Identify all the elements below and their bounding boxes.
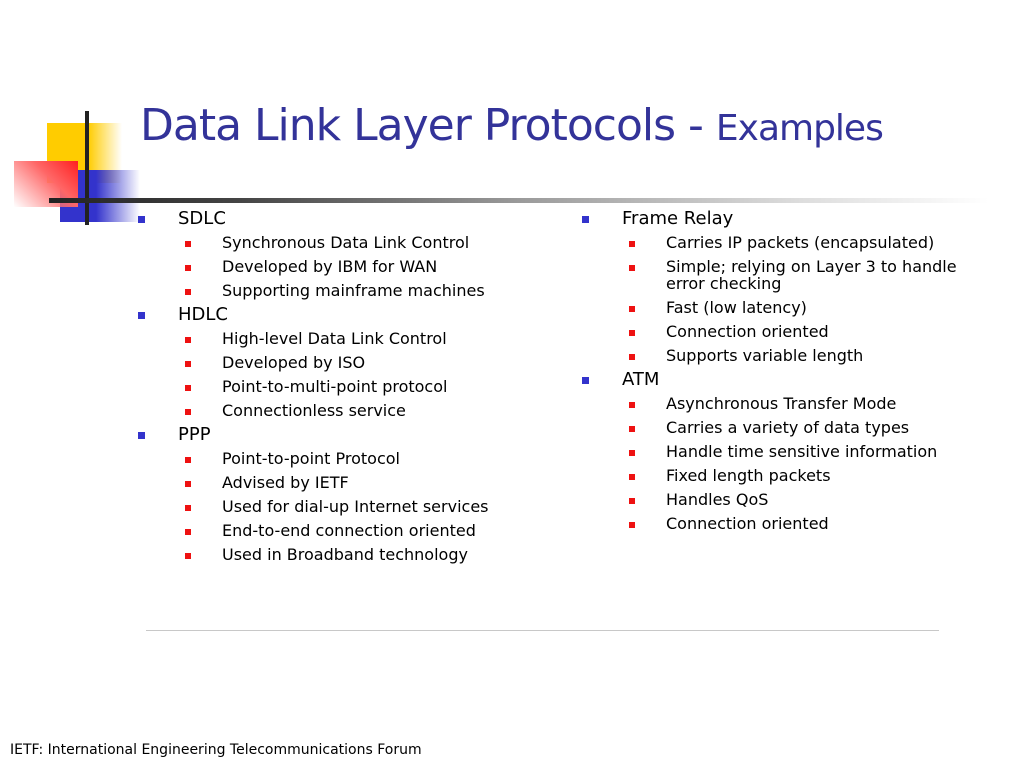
list-item: Point-to-point Protocol <box>138 447 558 471</box>
list-item: Developed by IBM for WAN <box>138 255 558 279</box>
list-item: Handle time sensitive information <box>582 440 1002 464</box>
right-column: Frame Relay Carries IP packets (encapsul… <box>582 207 1002 536</box>
red-square-bullet-icon <box>629 402 635 408</box>
protocol-frame-relay: Frame Relay <box>582 207 1002 231</box>
list-item: Used in Broadband technology <box>138 543 558 567</box>
red-square-bullet-icon <box>185 553 191 559</box>
list-item: High-level Data Link Control <box>138 327 558 351</box>
decorative-vertical-line <box>85 111 89 225</box>
list-item: Carries a variety of data types <box>582 416 1002 440</box>
red-square-bullet-icon <box>629 241 635 247</box>
red-square-bullet-icon <box>629 265 635 271</box>
red-square-bullet-icon <box>629 306 635 312</box>
blue-square-bullet-icon <box>582 377 589 384</box>
red-square-bullet-icon <box>185 481 191 487</box>
red-square-bullet-icon <box>629 522 635 528</box>
red-square-bullet-icon <box>185 361 191 367</box>
red-square-bullet-icon <box>629 498 635 504</box>
list-item: Advised by IETF <box>138 471 558 495</box>
red-square-bullet-icon <box>185 289 191 295</box>
title-underline-rule <box>49 198 989 203</box>
list-item: End-to-end connection oriented <box>138 519 558 543</box>
protocol-ppp: PPP <box>138 423 558 447</box>
red-square-bullet-icon <box>185 385 191 391</box>
red-square-bullet-icon <box>185 457 191 463</box>
list-item: Simple; relying on Layer 3 to handle err… <box>582 255 996 296</box>
list-item: Connection oriented <box>582 320 1002 344</box>
red-square-bullet-icon <box>185 505 191 511</box>
red-square-bullet-icon <box>185 529 191 535</box>
slide-title-emphasis: Examples <box>715 108 884 149</box>
list-item: Connection oriented <box>582 512 1002 536</box>
list-item: Supports variable length <box>582 344 1002 368</box>
red-square-bullet-icon <box>629 426 635 432</box>
red-square-bullet-icon <box>185 265 191 271</box>
list-item: Supporting mainframe machines <box>138 279 558 303</box>
red-square-bullet-icon <box>629 330 635 336</box>
red-square-bullet-icon <box>629 474 635 480</box>
blue-square-bullet-icon <box>138 432 145 439</box>
left-column: SDLC Synchronous Data Link Control Devel… <box>138 207 558 567</box>
list-item: Fast (low latency) <box>582 296 1002 320</box>
list-item: Developed by ISO <box>138 351 558 375</box>
red-square-bullet-icon <box>185 337 191 343</box>
list-item: Connectionless service <box>138 399 558 423</box>
list-item: Synchronous Data Link Control <box>138 231 558 255</box>
red-square-bullet-icon <box>185 241 191 247</box>
protocol-sdlc: SDLC <box>138 207 558 231</box>
footer-divider <box>146 630 939 631</box>
blue-square-bullet-icon <box>138 312 145 319</box>
slide-title: Data Link Layer Protocols - Examples <box>140 100 884 151</box>
protocol-hdlc: HDLC <box>138 303 558 327</box>
blue-square-bullet-icon <box>138 216 145 223</box>
red-square-bullet-icon <box>185 409 191 415</box>
list-item: Fixed length packets <box>582 464 1002 488</box>
footnote: IETF: International Engineering Telecomm… <box>10 742 422 758</box>
slide-title-main: Data Link Layer Protocols - <box>140 100 716 151</box>
blue-square-bullet-icon <box>582 216 589 223</box>
red-square-bullet-icon <box>629 354 635 360</box>
list-item: Carries IP packets (encapsulated) <box>582 231 1002 255</box>
protocol-atm: ATM <box>582 368 1002 392</box>
red-square-bullet-icon <box>629 450 635 456</box>
list-item: Handles QoS <box>582 488 1002 512</box>
list-item: Point-to-multi-point protocol <box>138 375 558 399</box>
list-item: Used for dial-up Internet services <box>138 495 558 519</box>
list-item: Asynchronous Transfer Mode <box>582 392 1002 416</box>
